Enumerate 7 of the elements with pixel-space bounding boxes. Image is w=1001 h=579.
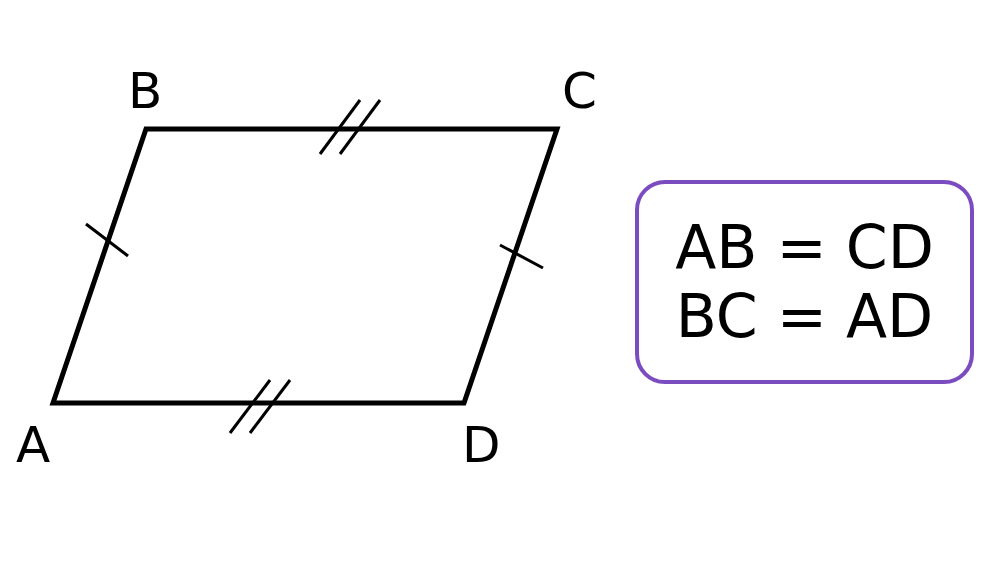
- equation: BC = AD: [675, 282, 934, 351]
- vertex-label: C: [562, 66, 597, 116]
- vertex-label: B: [128, 66, 163, 116]
- equation-box: [635, 180, 974, 384]
- vertex-label: A: [16, 420, 51, 470]
- vertex-label: D: [462, 420, 501, 470]
- equation: AB = CD: [675, 213, 934, 282]
